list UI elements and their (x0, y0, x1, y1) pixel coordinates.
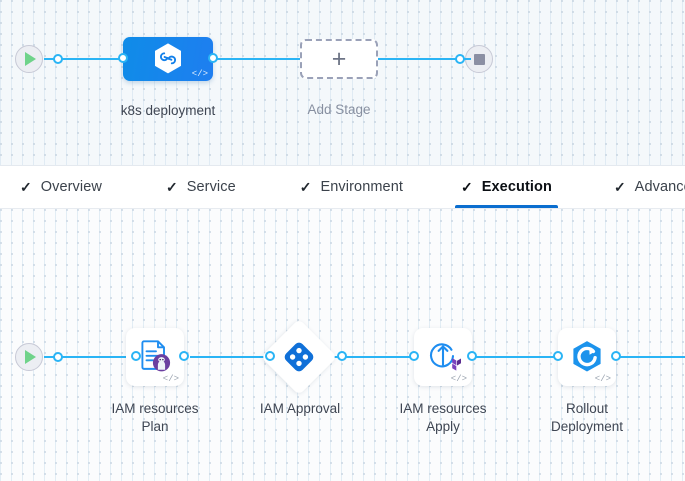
step-3-input-port[interactable] (553, 351, 563, 361)
play-icon (25, 52, 36, 66)
tab-service[interactable]: ✓ Service (152, 166, 250, 208)
step-1-output-port[interactable] (337, 351, 347, 361)
play-icon (25, 350, 36, 364)
tab-overview-label: Overview (40, 179, 102, 195)
code-badge-icon: </> (191, 69, 208, 79)
step-2-label-line2: Apply (426, 419, 460, 434)
stop-icon (473, 53, 485, 65)
plus-icon: + (331, 44, 347, 73)
code-badge-icon: </> (594, 374, 611, 384)
step-connector-4 (616, 356, 685, 359)
step-3-output-port[interactable] (611, 351, 621, 361)
start-circle (15, 343, 43, 371)
code-badge-icon: </> (450, 374, 467, 384)
step-label-iam-resources-plan: IAM resources Plan (90, 400, 220, 436)
tab-environment-label: Environment (320, 179, 403, 195)
add-stage-button[interactable]: + (300, 39, 378, 79)
tab-overview[interactable]: ✓ Overview (6, 166, 116, 208)
stage-connector-mid (212, 58, 304, 61)
stage-output-port[interactable] (208, 53, 218, 63)
step-2-label-line1: IAM resources (399, 401, 487, 416)
step-3-label-line2: Deployment (550, 419, 624, 434)
pipeline-start-node[interactable] (15, 45, 63, 73)
step-2-input-port[interactable] (409, 351, 419, 361)
code-badge-icon: </> (162, 374, 179, 384)
step-iam-resources-apply[interactable]: </> (414, 328, 472, 386)
tab-advanced-label: Advanced (634, 179, 685, 195)
step-connector-0 (44, 356, 136, 359)
step-label-iam-approval: IAM Approval (238, 400, 362, 418)
check-icon: ✓ (461, 179, 473, 195)
stage-connector-end (375, 58, 471, 61)
tab-advanced[interactable]: ✓ Advanced (600, 166, 685, 208)
step-rollout-deployment[interactable]: </> (558, 328, 616, 386)
tab-service-label: Service (186, 179, 236, 195)
execution-start-output-port[interactable] (53, 352, 63, 362)
rollout-deployment-icon (573, 341, 601, 372)
check-icon: ✓ (613, 179, 626, 195)
step-3-label-line1: Rollout (565, 401, 609, 416)
tab-environment[interactable]: ✓ Environment (286, 166, 417, 208)
stage-tab-bar[interactable]: ✓ Overview ✓ Service ✓ Environment ✓ Exe… (0, 166, 685, 208)
tab-execution[interactable]: ✓ Execution (447, 166, 566, 208)
add-stage-label: Add Stage (307, 102, 371, 117)
stage-label-k8s-deployment: k8s deployment (120, 103, 216, 118)
stage-canvas[interactable]: </> k8s deployment + Add Stage (0, 0, 685, 166)
step-0-label-line1: IAM resources (111, 401, 199, 416)
step-label-iam-resources-apply: IAM resources Apply (378, 400, 508, 436)
start-circle (15, 45, 43, 73)
step-1-label-line1: IAM Approval (259, 401, 341, 416)
tab-execution-label: Execution (481, 179, 552, 195)
check-icon: ✓ (165, 179, 178, 195)
step-0-label-line2: Plan (141, 419, 169, 434)
check-icon: ✓ (20, 179, 32, 195)
step-connector-1 (190, 356, 270, 359)
step-2-output-port[interactable] (467, 351, 477, 361)
step-0-input-port[interactable] (131, 351, 141, 361)
end-input-port[interactable] (455, 54, 465, 64)
stage-connector-start (44, 58, 126, 61)
execution-start-node[interactable] (15, 343, 63, 371)
step-iam-resources-plan[interactable]: </> (126, 328, 184, 386)
step-connector-3 (474, 356, 558, 359)
terraform-plan-icon (141, 340, 171, 372)
step-0-output-port[interactable] (179, 351, 189, 361)
stage-k8s-deployment[interactable]: </> (123, 37, 213, 81)
execution-steps-canvas[interactable]: </> IAM resources Plan IAM Approval (0, 208, 685, 481)
step-connector-2 (330, 356, 414, 359)
step-1-input-port[interactable] (265, 351, 275, 361)
step-label-rollout-deployment: Rollout Deployment (522, 400, 652, 436)
start-output-port[interactable] (53, 54, 63, 64)
terraform-apply-icon (430, 343, 461, 371)
harness-hexagon-icon (155, 43, 181, 74)
check-icon: ✓ (299, 179, 312, 195)
stage-input-port[interactable] (118, 53, 128, 63)
